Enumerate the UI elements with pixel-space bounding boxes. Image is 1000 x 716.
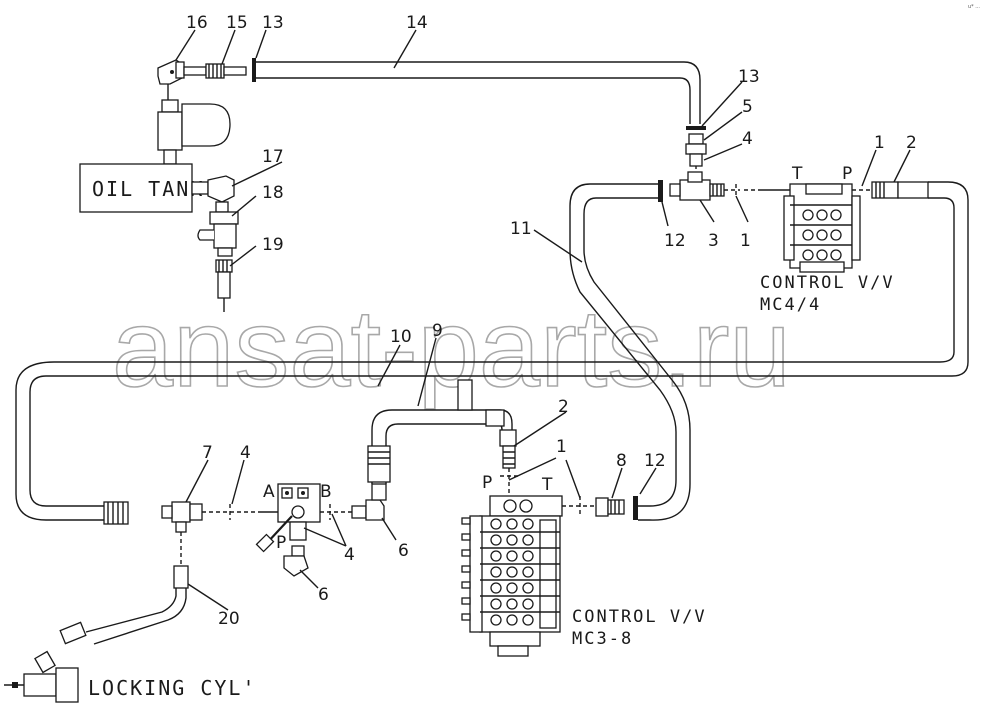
callout-12-top: 12	[664, 231, 686, 251]
watermark: ansat-parts.ru	[112, 287, 791, 410]
callout-4-left: 4	[240, 443, 251, 463]
line-seg-1c	[500, 468, 520, 496]
callout-16: 16	[186, 13, 208, 33]
callout-13-right: 13	[738, 67, 760, 87]
oring-13-right	[686, 126, 706, 130]
callout-17: 17	[262, 147, 284, 167]
line-seg-valve-b	[320, 504, 352, 520]
fitting-19	[215, 259, 233, 312]
tee-7	[161, 501, 203, 533]
callout-8: 8	[616, 451, 627, 471]
mc44-port-t: T	[791, 164, 803, 184]
callout-18: 18	[262, 183, 284, 203]
mc44-port-p: P	[842, 164, 852, 184]
oil-tank-label: OIL TANK	[92, 177, 204, 201]
return-filter	[157, 99, 231, 165]
callout-19: 19	[262, 235, 284, 255]
callout-6-bottom: 6	[318, 585, 329, 605]
mc44-model: MC4/4	[760, 295, 821, 315]
oring-12-top	[658, 180, 663, 202]
tee-3	[669, 171, 725, 201]
line-seg-1a	[724, 184, 760, 196]
hose-14	[256, 61, 701, 124]
fitting-2-bottom	[499, 429, 517, 469]
callout-12-bottom: 12	[644, 451, 666, 471]
elbow-fitting-17	[207, 175, 235, 213]
callout-4-top: 4	[742, 129, 753, 149]
callout-5: 5	[742, 97, 753, 117]
elbow-6-bottom	[283, 545, 309, 577]
callout-3: 3	[708, 231, 719, 251]
callout-2-top: 2	[906, 133, 917, 153]
callout-15: 15	[226, 13, 248, 33]
callout-1-top: 1	[874, 133, 885, 153]
valve-port-p: P	[276, 533, 286, 553]
oil-tank: OIL TANK	[79, 163, 209, 213]
fitting-2-top	[871, 181, 929, 199]
callout-4-valve: 4	[344, 545, 355, 565]
hose-9	[367, 409, 513, 484]
fitting-end-left	[103, 501, 129, 525]
callout-1-mid: 1	[740, 231, 751, 251]
callout-7: 7	[202, 443, 213, 463]
callout-10: 10	[390, 327, 412, 347]
valve-18	[197, 211, 239, 257]
elbow-fitting-16	[157, 59, 185, 100]
line-seg-1e	[562, 496, 596, 516]
connector-5	[685, 133, 707, 167]
callout-13-top: 13	[262, 13, 284, 33]
callout-9: 9	[432, 321, 443, 341]
callout-6-right: 6	[398, 541, 409, 561]
mc44-title: CONTROL V/V	[760, 273, 895, 293]
corner-mark: u* ...	[968, 4, 980, 10]
oring-12-bottom	[633, 496, 638, 520]
manual-valve: A B P	[255, 482, 332, 553]
locking-cylinder	[4, 650, 79, 703]
hose-20	[59, 565, 189, 645]
valve-port-b: B	[320, 482, 332, 502]
locking-cyl-label: LOCKING CYL'	[88, 676, 257, 700]
callout-11: 11	[510, 219, 532, 239]
line-seg-4b	[202, 504, 258, 520]
hose-11	[15, 181, 969, 521]
control-valve-mc44: T P	[783, 164, 861, 273]
valve-port-a: A	[263, 482, 275, 502]
callout-1-bottom: 1	[556, 437, 567, 457]
leader-lines	[175, 29, 911, 611]
control-valve-mc38: P T	[461, 473, 563, 657]
mc38-port-t: T	[541, 475, 553, 495]
callout-2-bottom: 2	[558, 397, 569, 417]
callout-14: 14	[406, 13, 428, 33]
mc38-model: MC3-8	[572, 629, 633, 649]
adapter-fitting-15	[183, 63, 247, 79]
elbow-6-right	[351, 483, 387, 521]
callout-20: 20	[218, 609, 240, 629]
tee-10	[457, 379, 505, 427]
mc38-title: CONTROL V/V	[572, 607, 707, 627]
fitting-8	[595, 497, 625, 517]
mc38-port-p: P	[482, 473, 492, 493]
oring-13-top	[252, 58, 256, 82]
